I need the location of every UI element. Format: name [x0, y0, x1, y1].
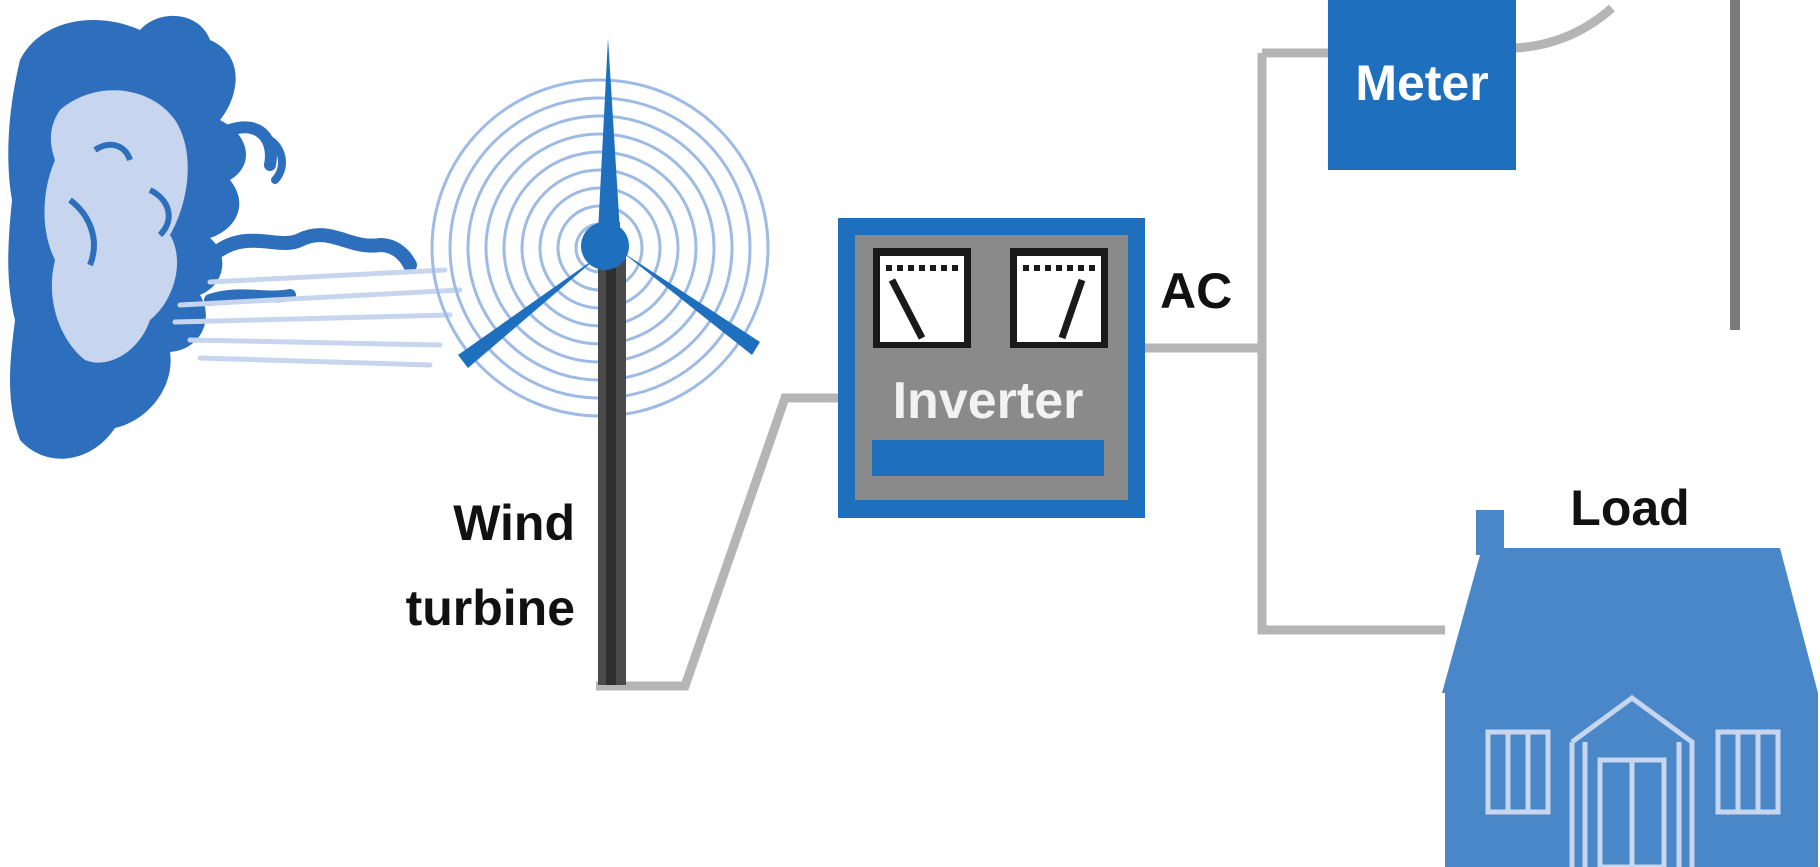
- house-roof: [1442, 548, 1818, 693]
- wiring: [596, 4, 1615, 691]
- meter-label: Meter: [1355, 55, 1488, 111]
- wind-gust-lines: [172, 267, 463, 368]
- meter-icon: [1328, 0, 1516, 170]
- inverter-gauge-left: [873, 248, 971, 348]
- load-label: Load: [1570, 480, 1689, 536]
- inverter-icon: [838, 218, 1145, 518]
- dc-wire: [596, 393, 840, 691]
- wind-turbine-label-line2: turbine: [406, 580, 575, 636]
- ac-label: AC: [1160, 263, 1232, 319]
- house-icon: [1442, 510, 1818, 867]
- wind-face-icon: [8, 15, 417, 459]
- wind-turbine-icon: [430, 38, 770, 685]
- house-porch: [1569, 694, 1695, 867]
- house-window-left: [1485, 729, 1551, 815]
- wind-turbine-label-line1: Wind: [453, 495, 575, 551]
- house-chimney: [1476, 510, 1504, 555]
- inverter-display-bar: [872, 440, 1104, 476]
- inverter-label: Inverter: [893, 372, 1084, 430]
- grid-wire-curve: [1514, 4, 1615, 53]
- inverter-gauge-right: [1010, 248, 1108, 348]
- house-window-right: [1715, 729, 1781, 815]
- meter-wire: [1257, 53, 1445, 635]
